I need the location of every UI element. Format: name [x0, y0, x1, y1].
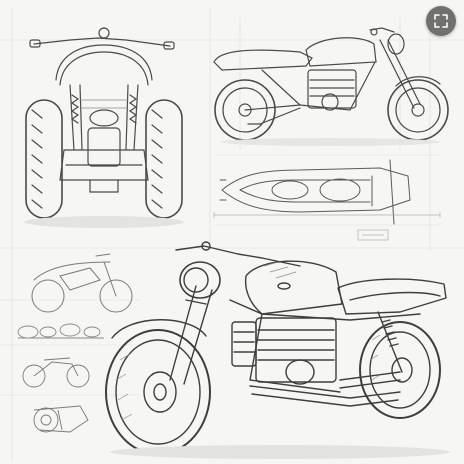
side-view-sketch [213, 27, 449, 141]
front-view-shadow [24, 216, 184, 228]
dimension-marks [213, 212, 441, 241]
hero-view-sketch [105, 241, 447, 455]
thumbnail-sketch-side [31, 253, 133, 313]
expand-icon [434, 14, 448, 28]
top-view-sketch [219, 159, 411, 225]
side-view-shadow [220, 138, 440, 146]
thumbnail-sketch-detail [33, 405, 89, 433]
thumbnail-sketch-parts [17, 323, 104, 339]
front-view-sketch [25, 27, 183, 219]
hero-view-shadow [110, 445, 450, 459]
thumbnail-sketch-small-bike [22, 357, 90, 388]
hero-view-shading [115, 261, 381, 421]
expand-button[interactable] [426, 6, 456, 36]
